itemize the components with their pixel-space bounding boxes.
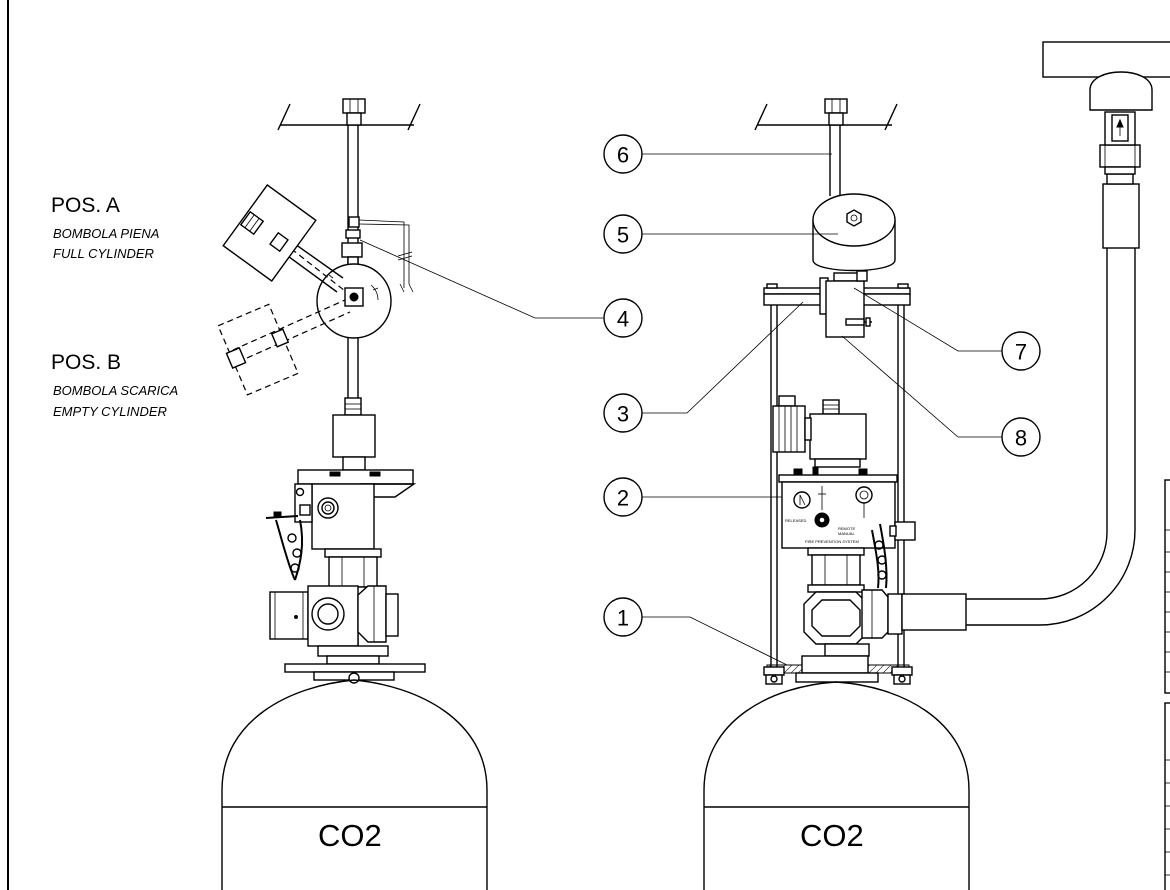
- callout-4: 4: [603, 298, 643, 338]
- callout-2: 2: [603, 477, 643, 517]
- pos-b-title: POS. B: [51, 351, 121, 374]
- cylinder-left-label: CO2: [318, 818, 382, 853]
- pos-b-line2: EMPTY CYLINDER: [53, 404, 167, 419]
- pos-a-line1: BOMBOLA PIENA: [53, 226, 159, 241]
- callout-8: 8: [1001, 417, 1041, 457]
- callout-3-label: 3: [617, 402, 629, 427]
- callout-4-label: 4: [617, 307, 629, 332]
- left-assembly: [217, 98, 488, 890]
- callout-6-label: 6: [617, 143, 629, 168]
- callout-1-label: 1: [617, 606, 629, 631]
- right-assembly: RELEASED REMOTE MANUAL FIRE PREVENTION S…: [703, 41, 1170, 890]
- callout-1: 1: [603, 597, 643, 637]
- callout-5-label: 5: [617, 223, 629, 248]
- cylinder-right-label: CO2: [800, 818, 864, 853]
- plate-brand-text: FIRE PREVENTION SYSTEM: [805, 539, 859, 544]
- leader-lines: [359, 153, 1002, 666]
- plate-remote-text: REMOTE: [838, 526, 855, 531]
- pos-a-title: POS. A: [51, 194, 120, 217]
- pos-b-line1: BOMBOLA SCARICA: [53, 383, 178, 398]
- callout-6: 6: [603, 134, 643, 174]
- callout-3: 3: [603, 393, 643, 433]
- callout-5: 5: [603, 214, 643, 254]
- plate-manual-text: MANUAL: [838, 531, 855, 536]
- callout-8-label: 8: [1015, 426, 1027, 451]
- pos-a-line2: FULL CYLINDER: [53, 246, 154, 261]
- plate-released-text: RELEASED: [785, 518, 806, 523]
- callout-7-label: 7: [1015, 340, 1027, 365]
- callout-7: 7: [1001, 331, 1041, 371]
- callout-2-label: 2: [617, 486, 629, 511]
